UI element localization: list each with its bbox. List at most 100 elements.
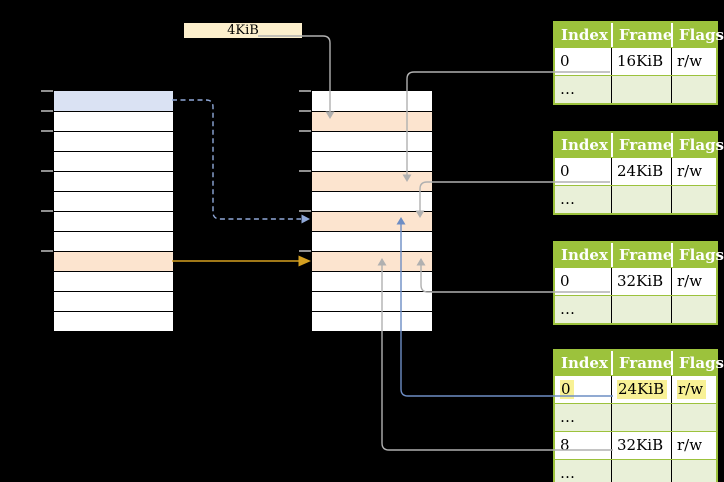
page-table-row: … xyxy=(555,185,716,213)
memory-column-left-row-3 xyxy=(54,151,173,171)
column-header-index: Index xyxy=(561,354,608,372)
blue-page-mapping-arrow xyxy=(172,99,310,224)
page-table-cell: 8 xyxy=(560,436,570,454)
column-header-index: Index xyxy=(561,26,608,44)
memory-column-right-row-10 xyxy=(312,291,432,311)
memory-column-right-address-tick xyxy=(299,210,311,212)
highlighted-value: 24KiB xyxy=(617,380,668,399)
memory-column-left-row-10 xyxy=(54,291,173,311)
memory-column-right-row-6 xyxy=(312,211,432,231)
page-table-cell xyxy=(671,296,716,323)
memory-column-left-address-tick xyxy=(41,250,53,252)
page-table-cell: 24KiB xyxy=(611,158,671,185)
memory-column-right-row-5 xyxy=(312,191,432,211)
page-size-label: 4KiB xyxy=(183,22,303,39)
memory-column-left-address-tick xyxy=(41,210,53,212)
page-table-cell: 24KiB xyxy=(611,376,671,403)
column-header-frame: Frame xyxy=(611,23,672,47)
memory-column-right-row-4 xyxy=(312,171,432,191)
page-table-cell: … xyxy=(560,300,575,318)
memory-column-right-address-tick xyxy=(299,250,311,252)
column-header-index: Index xyxy=(561,136,608,154)
page-table-cell: 32KiB xyxy=(611,268,671,295)
column-header-frame: Frame xyxy=(611,243,672,267)
page-table-cell xyxy=(611,76,671,103)
page-table-cell: r/w xyxy=(671,268,716,295)
memory-column-left-row-6 xyxy=(54,211,173,231)
memory-column-right-row-3 xyxy=(312,151,432,171)
column-header-frame: Frame xyxy=(611,351,672,375)
orange-page-mapping-arrow xyxy=(172,255,311,267)
memory-column-right-row-1 xyxy=(312,111,432,131)
page-table-cell: r/w xyxy=(671,432,716,459)
page-table-cell xyxy=(671,186,716,213)
page-table-cell xyxy=(671,460,716,482)
memory-column-left xyxy=(41,90,174,332)
memory-column-left-row-1 xyxy=(54,111,173,131)
page-table-cell: … xyxy=(560,408,575,426)
page-table-cell: … xyxy=(560,464,575,482)
page-table-cell: 0 xyxy=(560,52,570,70)
page-table-cell xyxy=(611,404,671,431)
memory-column-left-row-4 xyxy=(54,171,173,191)
page-table-cell: 32KiB xyxy=(611,432,671,459)
memory-column-left-address-tick xyxy=(41,90,53,92)
column-header-flags: Flags xyxy=(671,133,724,157)
page-table-cell: r/w xyxy=(671,48,716,75)
memory-column-right xyxy=(299,90,433,332)
memory-column-right-row-2 xyxy=(312,131,432,151)
column-header-flags: Flags xyxy=(671,23,724,47)
page-table-row: … xyxy=(555,403,716,431)
memory-column-left-row-9 xyxy=(54,271,173,291)
page-table-cell: r/w xyxy=(671,376,716,403)
page-table-cell: … xyxy=(560,190,575,208)
page-table-cell xyxy=(671,404,716,431)
page-table-cell: 0 xyxy=(560,162,570,180)
column-header-frame: Frame xyxy=(611,133,672,157)
page-table-cell xyxy=(611,186,671,213)
page-table-cell xyxy=(611,296,671,323)
column-header-flags: Flags xyxy=(671,351,724,375)
memory-column-right-address-tick xyxy=(299,170,311,172)
page-table-row: … xyxy=(555,75,716,103)
memory-column-right-address-tick xyxy=(299,90,311,92)
memory-column-right-row-8 xyxy=(312,251,432,271)
memory-column-left-address-tick xyxy=(41,110,53,112)
memory-column-left-address-tick xyxy=(41,130,53,132)
memory-column-right-address-tick xyxy=(299,110,311,112)
column-header-flags: Flags xyxy=(671,243,724,267)
memory-column-left-row-5 xyxy=(54,191,173,211)
highlighted-value: 0 xyxy=(560,380,574,399)
memory-column-right-row-11 xyxy=(312,311,432,331)
highlighted-value: r/w xyxy=(677,380,707,399)
memory-column-right-row-9 xyxy=(312,271,432,291)
memory-column-left-address-tick xyxy=(41,170,53,172)
page-table-cell: 0 xyxy=(560,272,570,290)
memory-column-right-row-7 xyxy=(312,231,432,251)
page-table-cell: 16KiB xyxy=(611,48,671,75)
memory-column-left-row-8 xyxy=(54,251,173,271)
page-table-cell: 0 xyxy=(555,376,611,403)
memory-column-left-row-7 xyxy=(54,231,173,251)
page-table-cell xyxy=(671,76,716,103)
page-table-cell: … xyxy=(560,80,575,98)
page-table-cell: r/w xyxy=(671,158,716,185)
memory-column-left-row-11 xyxy=(54,311,173,331)
page-table-row: 0 24KiB r/w xyxy=(555,375,716,403)
memory-column-left-row-2 xyxy=(54,131,173,151)
page-table-row: … xyxy=(555,295,716,323)
column-header-index: Index xyxy=(561,246,608,264)
page-table-cell xyxy=(611,460,671,482)
